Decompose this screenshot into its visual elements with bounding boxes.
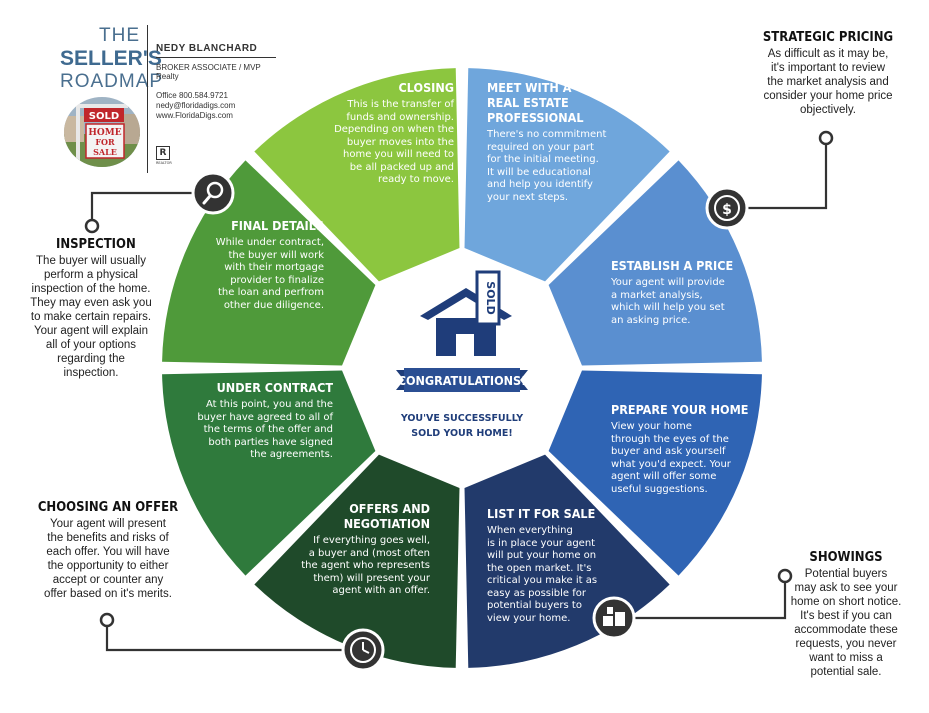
sign-for-text: FOR [95,137,115,147]
connector-strategic [745,142,828,210]
title-line-3: ROADMAP [60,71,164,92]
congratulations-banner [396,368,528,392]
closing-title: CLOSING [398,80,454,95]
closing-body: This is the transfer of funds and owners… [334,99,454,185]
choosing-body: Your agent will present the benefits and… [44,518,172,600]
agent-role: BROKER ASSOCIATE / MVP Realty [156,63,261,81]
magnifier-icon [191,171,235,215]
note-inspection: INSPECTION The buyer will usually perfor… [18,237,164,380]
sign-sold-text: SOLD [89,111,119,122]
final-title: FINAL DETAILS [231,218,324,233]
meet-title-3: PROFESSIONAL [487,110,584,125]
segment-list: LIST IT FOR SALE When everything is in p… [487,506,627,625]
list-body: When everything is in place your agent w… [487,525,598,624]
agent-email[interactable]: nedy@floridadigs.com [156,101,236,110]
sign-home-text: HOME [88,128,121,138]
realtor-logo-text: REALTOR [156,161,172,165]
agent-website[interactable]: www.FloridaDigs.com [156,111,233,120]
header-divider [147,25,148,173]
meet-title-1: MEET WITH A [487,80,572,95]
choosing-title: CHOOSING AN OFFER [37,500,179,515]
offers-body: If everything goes well, a buyer and (mo… [301,535,430,596]
inspection-body: The buyer will usually perform a physica… [30,255,152,379]
center-line-2: SOLD YOUR HOME! [411,428,512,439]
realtor-logo-mark: R [156,146,170,160]
meet-title-2: REAL ESTATE [487,95,569,110]
agent-name: NEDY BLANCHARD [156,43,276,58]
connector-choosing [105,624,345,652]
list-title: LIST IT FOR SALE [487,506,596,521]
price-title: ESTABLISH A PRICE [611,258,734,273]
roadmap-title: THE SELLER'S ROADMAP [60,25,164,93]
offers-title-1: OFFERS AND [349,501,430,516]
note-showings: SHOWINGS Potential buyers may ask to see… [772,550,920,679]
sign-sale-text: SALE [93,147,117,157]
dot-strategic [818,130,834,146]
contract-title: UNDER CONTRACT [216,380,333,395]
segment-closing: CLOSING This is the transfer of funds an… [318,80,454,187]
segment-meet: MEET WITH A REAL ESTATE PROFESSIONAL The… [487,80,637,204]
segment-contract: UNDER CONTRACT At this point, you and th… [185,380,333,462]
dot-choosing [99,612,115,628]
dollar-icon [705,186,749,230]
banner-text: CONGRATULATIONS! [398,373,527,388]
meet-body: There's no commitment required on your p… [487,129,607,203]
contract-body: At this point, you and the buyer have ag… [197,399,333,460]
title-line-1: THE [99,25,140,46]
connector-showings [632,580,787,620]
showings-body: Potential buyers may ask to see your hom… [790,568,902,678]
sold-house-icon [420,270,512,356]
agent-info: NEDY BLANCHARD BROKER ASSOCIATE / MVP Re… [156,43,276,121]
prepare-title: PREPARE YOUR HOME [611,402,749,417]
agent-phone: Office 800.584.9721 [156,91,228,100]
title-line-2: SELLER'S [60,47,162,70]
strategic-body: As difficult as it may be, it's importan… [763,48,893,116]
note-strategic-pricing: STRATEGIC PRICING As difficult as it may… [738,30,918,117]
dollar-glyph: $ [722,202,732,218]
dot-showings [777,568,793,584]
segment-shape-meet [464,68,670,282]
segment-price: ESTABLISH A PRICE Your agent will provid… [611,258,761,327]
final-body: While under contract, the buyer will wor… [215,237,324,311]
home-for-sale-photo: SOLD HOME FOR SALE [64,97,140,167]
moving-boxes-icon [592,596,636,640]
segment-final: FINAL DETAILS While under contract, the … [196,218,324,312]
showings-title: SHOWINGS [809,550,883,565]
offers-title-2: NEGOTIATION [343,516,430,531]
connector-lines [90,142,828,652]
prepare-body: View your home through the eyes of the b… [611,421,731,495]
inspection-title: INSPECTION [56,237,136,252]
note-choosing-offer: CHOOSING AN OFFER Your agent will presen… [28,500,188,601]
segment-shape-closing [254,68,460,282]
segment-prepare: PREPARE YOUR HOME View your home through… [611,402,761,496]
price-body: Your agent will provide a market analysi… [611,277,725,326]
center-line-1: YOU'VE SUCCESSFULLY [400,413,523,424]
strategic-title: STRATEGIC PRICING [762,30,894,45]
realtor-logo: R REALTOR [156,146,172,170]
segment-shape-offers [254,454,460,668]
house-sold-text: SOLD [484,281,497,314]
segment-offers: OFFERS AND NEGOTIATION If everything goe… [292,501,430,598]
segment-shape-contract [162,370,376,576]
dot-inspection [84,218,100,234]
connector-inspection [90,191,194,222]
clock-icon [341,628,385,672]
segment-shape-prepare [548,370,762,576]
